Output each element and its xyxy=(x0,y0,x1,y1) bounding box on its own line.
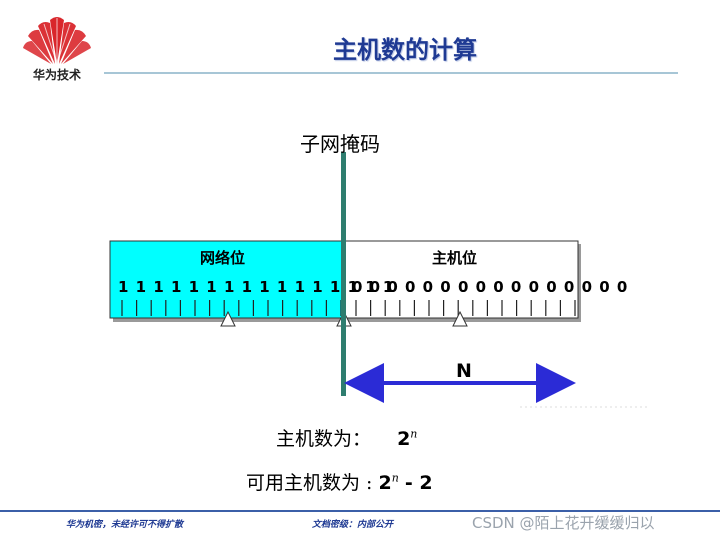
huawei-logo: 华为技术 xyxy=(20,14,94,84)
page-title: 主机数的计算 xyxy=(333,35,477,64)
usable-host-formula: 可用主机数为 : 2n - 2 xyxy=(246,468,433,495)
host-bit-values: 0 0 0 0 0 0 0 0 0 0 0 0 0 0 0 0 xyxy=(352,278,629,296)
marker-triangle xyxy=(452,310,468,327)
usable-host-label: 可用主机数为 : xyxy=(246,472,373,494)
marker-triangle xyxy=(220,310,236,327)
usable-host-base: 2 xyxy=(378,472,392,494)
boundary-markers xyxy=(220,310,468,327)
mask-divider-line xyxy=(341,152,346,396)
footer-confidential-note: 华为机密，未经许可不得扩散 xyxy=(66,520,184,530)
footer-divider xyxy=(0,510,720,512)
host-count-exponent: n xyxy=(410,427,418,441)
host-bit-count-label: N xyxy=(456,360,472,382)
logo-petals-icon xyxy=(23,17,91,65)
logo-text: 华为技术 xyxy=(32,68,81,82)
subnet-mask-label: 子网掩码 xyxy=(300,132,380,156)
title-divider xyxy=(104,72,678,74)
host-count-formula: 主机数为： 2n xyxy=(276,424,417,451)
host-bits-label: 主机位 xyxy=(432,249,478,267)
usable-host-exponent: n xyxy=(391,471,399,485)
host-bits-box xyxy=(343,240,579,319)
host-count-label: 主机数为： xyxy=(276,428,372,450)
network-bit-values: 1 1 1 1 1 1 1 1 1 1 1 1 1 1 1 1 xyxy=(118,278,395,296)
host-count-base: 2 xyxy=(397,428,411,450)
usable-host-minus: - 2 xyxy=(404,472,433,494)
network-bits-label: 网络位 xyxy=(200,249,246,267)
csdn-watermark: CSDN @陌上花开缓缓归以 xyxy=(472,514,655,532)
footer-classification: 文档密级：内部公开 xyxy=(312,520,394,530)
bit-ticks xyxy=(121,300,576,316)
